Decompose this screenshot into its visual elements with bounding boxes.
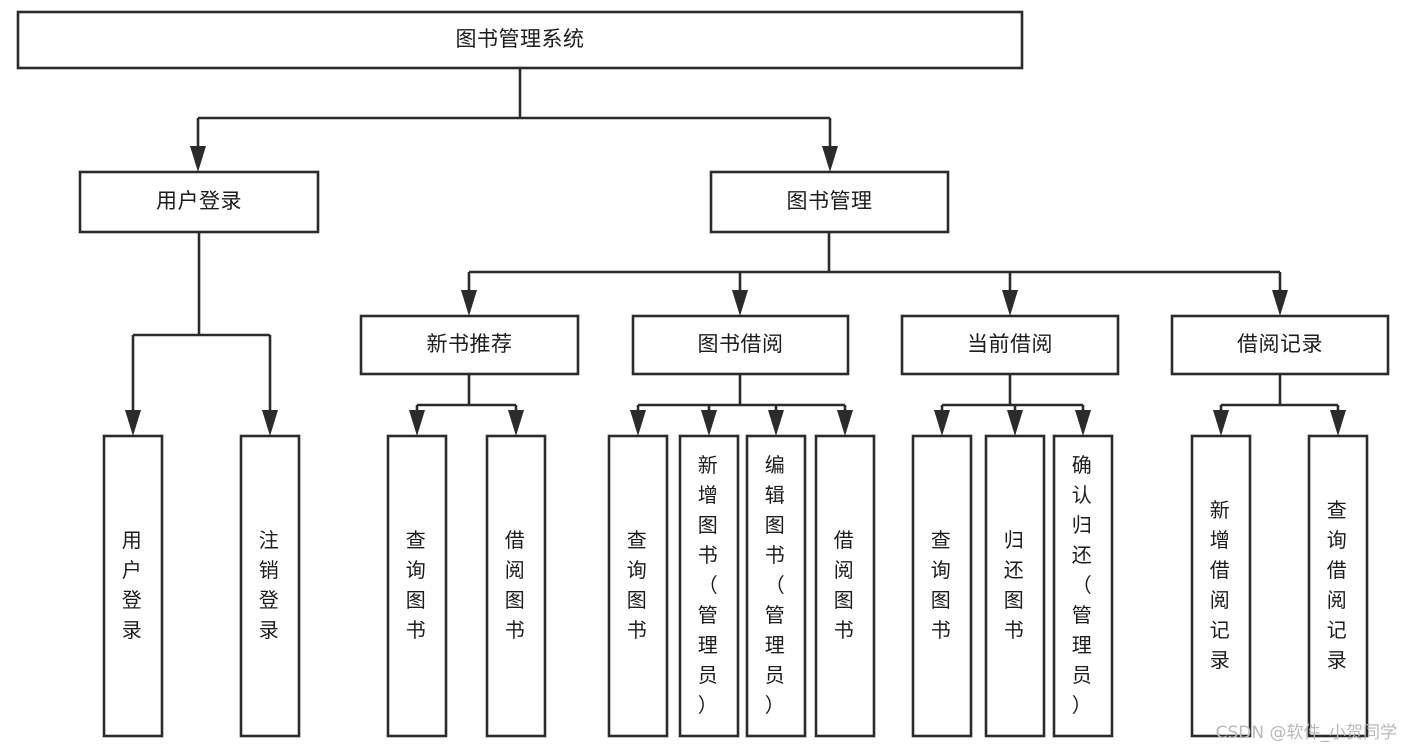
arrow-head-icon <box>1213 410 1229 436</box>
node-leaf-confirm-return[interactable]: 确认归还（管理员） <box>1052 434 1114 738</box>
node-rect <box>102 434 164 738</box>
node-book-borrow[interactable]: 图书借阅 <box>631 314 850 376</box>
node-rect <box>1170 314 1390 376</box>
node-rect <box>911 434 973 738</box>
node-label: 用户登录 <box>156 189 242 213</box>
arrow-head-icon <box>262 410 278 436</box>
arrow-head-icon <box>1002 290 1018 316</box>
csdn-watermark: CSDN @软件_小贺同学 <box>1215 723 1397 743</box>
node-rect <box>386 434 448 738</box>
arrow-head-icon <box>1330 410 1346 436</box>
node-label: 用户登录 <box>122 528 145 642</box>
node-rect <box>709 170 950 234</box>
node-label: 编辑图书（管理员） <box>765 453 788 717</box>
node-leaf-logout[interactable]: 注销登录 <box>239 434 301 738</box>
arrow-head-icon <box>125 410 141 436</box>
node-label: 借阅图书 <box>834 528 857 642</box>
node-rect <box>78 170 320 234</box>
node-rect <box>814 434 876 738</box>
arrow-head-icon <box>508 410 524 436</box>
node-rect <box>678 434 740 738</box>
node-rect <box>607 434 669 738</box>
connector-root-to-level1 <box>190 68 838 172</box>
node-label: 图书管理 <box>787 189 873 213</box>
node-rect <box>1052 434 1114 738</box>
node-book-manage[interactable]: 图书管理 <box>709 170 950 234</box>
node-label: 借阅记录 <box>1237 332 1323 356</box>
node-leaf-add-record[interactable]: 新增借阅记录 <box>1190 434 1252 738</box>
node-leaf-edit-book[interactable]: 编辑图书（管理员） <box>745 434 807 738</box>
node-label: 借阅图书 <box>505 528 528 642</box>
arrow-head-icon <box>409 410 425 436</box>
node-label: 确认归还（管理员） <box>1072 453 1095 717</box>
node-rect <box>16 10 1024 70</box>
arrow-head-icon <box>934 410 950 436</box>
node-user-login[interactable]: 用户登录 <box>78 170 320 234</box>
node-label: 新增借阅记录 <box>1210 498 1233 672</box>
node-rect <box>900 314 1120 376</box>
node-label: 新书推荐 <box>427 332 513 356</box>
node-leaf-query-record[interactable]: 查询借阅记录 <box>1307 434 1369 738</box>
node-current-borrow[interactable]: 当前借阅 <box>900 314 1120 376</box>
node-new-book-recommend[interactable]: 新书推荐 <box>359 314 580 376</box>
connector-current-to-leaves <box>934 374 1091 436</box>
node-label: 注销登录 <box>259 528 282 642</box>
arrow-head-icon <box>1007 410 1023 436</box>
node-layer: 图书管理系统用户登录图书管理新书推荐图书借阅当前借阅借阅记录用户登录注销登录查询… <box>16 10 1390 738</box>
connector-book-manage-to-level2 <box>461 232 1288 316</box>
connector-layer <box>125 68 1346 436</box>
node-root-system[interactable]: 图书管理系统 <box>16 10 1024 70</box>
node-label: 归还图书 <box>1004 528 1027 642</box>
node-label: 查询图书 <box>627 528 650 642</box>
connector-borrow-to-leaves <box>630 374 853 436</box>
node-leaf-borrow-book-1[interactable]: 借阅图书 <box>485 434 547 738</box>
node-label: 查询图书 <box>931 528 954 642</box>
connector-user-login-to-leaves <box>125 232 278 436</box>
node-leaf-user-login[interactable]: 用户登录 <box>102 434 164 738</box>
node-label: 新增图书（管理员） <box>698 453 721 717</box>
node-rect <box>485 434 547 738</box>
node-label: 查询借阅记录 <box>1327 498 1350 672</box>
node-leaf-return-book[interactable]: 归还图书 <box>984 434 1046 738</box>
arrow-head-icon <box>630 410 646 436</box>
arrow-head-icon <box>1272 290 1288 316</box>
node-leaf-query-book-2[interactable]: 查询图书 <box>607 434 669 738</box>
node-rect <box>239 434 301 738</box>
node-leaf-add-book[interactable]: 新增图书（管理员） <box>678 434 740 738</box>
connector-record-to-leaves <box>1213 374 1346 436</box>
node-rect <box>745 434 807 738</box>
arrow-head-icon <box>190 146 206 172</box>
arrow-head-icon <box>768 410 784 436</box>
connector-recommend-to-leaves <box>409 374 524 436</box>
node-label: 图书借阅 <box>698 332 784 356</box>
node-label: 查询图书 <box>406 528 429 642</box>
arrow-head-icon <box>837 410 853 436</box>
node-rect <box>1307 434 1369 738</box>
node-label: 当前借阅 <box>967 332 1053 356</box>
node-rect <box>359 314 580 376</box>
node-label: 图书管理系统 <box>456 27 585 51</box>
arrow-head-icon <box>461 290 477 316</box>
node-rect <box>984 434 1046 738</box>
node-rect <box>631 314 850 376</box>
node-rect <box>1190 434 1252 738</box>
arrow-head-icon <box>701 410 717 436</box>
arrow-head-icon <box>732 290 748 316</box>
node-leaf-query-book-1[interactable]: 查询图书 <box>386 434 448 738</box>
node-leaf-borrow-book-2[interactable]: 借阅图书 <box>814 434 876 738</box>
arrow-head-icon <box>1075 410 1091 436</box>
node-leaf-query-book-3[interactable]: 查询图书 <box>911 434 973 738</box>
node-borrow-record[interactable]: 借阅记录 <box>1170 314 1390 376</box>
arrow-head-icon <box>822 146 838 172</box>
